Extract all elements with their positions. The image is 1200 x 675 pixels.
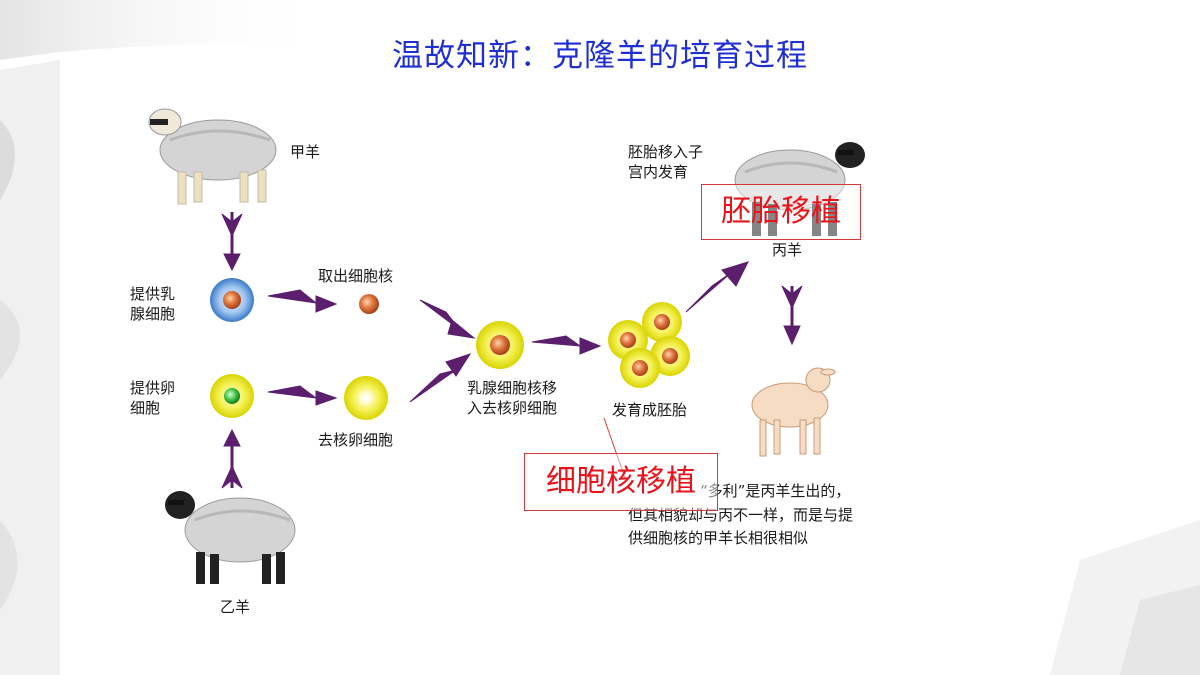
callout-nuclear-transfer: 细胞核移植 (524, 453, 718, 511)
label-enucleated-egg: 去核卵细胞 (318, 431, 394, 449)
sheep-b-illustration (165, 491, 296, 584)
embryo-cluster (608, 302, 690, 388)
label-sheep-c: 丙羊 (772, 241, 803, 259)
label-dolly-line-1: “多利”是丙羊生出的， (700, 482, 851, 500)
label-provide-egg-2: 细胞 (130, 399, 161, 417)
mammary-cell (210, 278, 254, 322)
callout-embryo-transfer: 胚胎移植 (701, 184, 861, 240)
label-sheep-a: 甲羊 (290, 143, 321, 161)
lamb-dolly-illustration (751, 367, 836, 457)
sheep-a-illustration (148, 108, 277, 205)
label-take-nucleus: 取出细胞核 (318, 267, 394, 285)
sheep-c-illustration (734, 142, 865, 236)
label-provide-egg-1: 提供卵 (130, 379, 176, 397)
egg-cell (210, 374, 254, 418)
label-sheep-b: 乙羊 (220, 598, 251, 616)
label-provide-mammary-2: 腺细胞 (130, 305, 176, 323)
label-develop-embryo: 发育成胚胎 (612, 401, 688, 419)
process-arrows (221, 212, 803, 489)
label-embryo-to-uterus-1: 胚胎移入子 (628, 143, 704, 161)
callout-leader-line (603, 417, 626, 479)
fused-cell (476, 321, 524, 369)
page-title: 温故知新：克隆羊的培育过程 (392, 38, 808, 74)
label-provide-mammary-1: 提供乳 (130, 285, 176, 303)
enucleated-egg-cell (344, 376, 388, 420)
label-dolly-line-3: 供细胞核的甲羊长相很相似 (628, 529, 809, 547)
label-embryo-to-uterus-2: 宫内发育 (628, 163, 689, 181)
label-nucleus-transfer-1: 乳腺细胞核移 (467, 379, 558, 397)
extracted-nucleus (359, 294, 379, 314)
label-nucleus-transfer-2: 入去核卵细胞 (467, 399, 558, 417)
